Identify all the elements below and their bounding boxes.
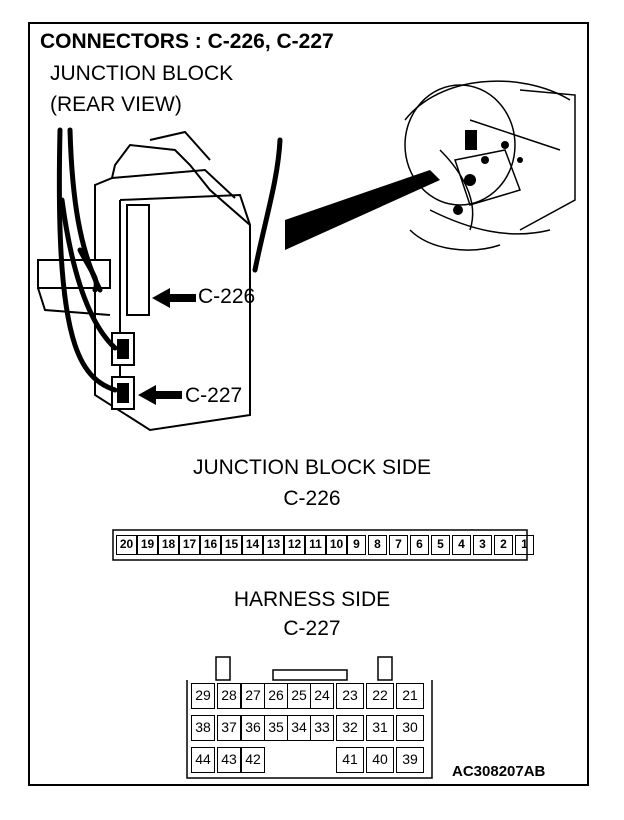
junction-block-side-heading: JUNCTION BLOCK SIDE <box>192 456 432 479</box>
c227-pin: 21 <box>396 683 424 709</box>
c227-pin: 44 <box>191 747 215 773</box>
figure-frame <box>28 22 589 786</box>
c227-pin: 27 <box>241 683 265 709</box>
c226-pin: 19 <box>137 535 158 555</box>
c226-pin: 3 <box>473 535 492 555</box>
c227-pin: 31 <box>366 715 394 741</box>
c226-pin: 1 <box>515 535 534 555</box>
c226-pin: 14 <box>242 535 263 555</box>
figure-code: AC308207AB <box>452 763 546 780</box>
c226-pin: 12 <box>284 535 305 555</box>
c226-pin: 17 <box>179 535 200 555</box>
c227-pin: 30 <box>396 715 424 741</box>
c227-pin: 23 <box>336 683 364 709</box>
c226-pin: 2 <box>494 535 513 555</box>
c227-pin: 26 <box>264 683 288 709</box>
c226-pin: 18 <box>158 535 179 555</box>
c227-pin: 43 <box>217 747 241 773</box>
c227-pin: 25 <box>287 683 311 709</box>
c227-pin: 32 <box>336 715 364 741</box>
c227-pin: 36 <box>241 715 265 741</box>
c226-pin: 16 <box>200 535 221 555</box>
c227-heading: C-227 <box>283 617 341 640</box>
c226-pin: 10 <box>326 535 347 555</box>
c226-pin: 9 <box>347 535 366 555</box>
c226-pin: 15 <box>221 535 242 555</box>
c226-pin: 8 <box>368 535 387 555</box>
c227-pin: 29 <box>191 683 215 709</box>
c226-pin: 7 <box>389 535 408 555</box>
c227-pin: 41 <box>336 747 364 773</box>
c227-pin: 38 <box>191 715 215 741</box>
junction-block-label: JUNCTION BLOCK <box>50 62 234 85</box>
c226-pin: 13 <box>263 535 284 555</box>
c227-pin: 42 <box>241 747 265 773</box>
c227-pin: 24 <box>310 683 334 709</box>
callout-c226-label: C-226 <box>198 285 256 308</box>
c226-pin: 11 <box>305 535 326 555</box>
c226-pin: 20 <box>116 535 137 555</box>
c226-pin: 6 <box>410 535 429 555</box>
c227-pin: 35 <box>264 715 288 741</box>
harness-side-heading: HARNESS SIDE <box>233 588 391 611</box>
c226-pin: 4 <box>452 535 471 555</box>
c227-pin: 39 <box>396 747 424 773</box>
callout-c227-label: C-227 <box>185 384 243 407</box>
figure-title: CONNECTORS : C-226, C-227 <box>40 30 334 53</box>
c227-pin: 34 <box>287 715 311 741</box>
c227-pin: 22 <box>366 683 394 709</box>
c226-heading: C-226 <box>283 487 341 510</box>
c226-pin: 5 <box>431 535 450 555</box>
c227-pin: 40 <box>366 747 394 773</box>
c227-pin: 28 <box>217 683 241 709</box>
rear-view-label: (REAR VIEW) <box>50 93 182 116</box>
c227-pin: 33 <box>310 715 334 741</box>
c227-pin: 37 <box>217 715 241 741</box>
